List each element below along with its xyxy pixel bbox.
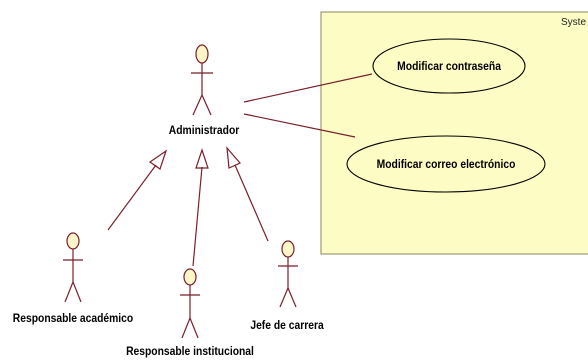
association-line[interactable] [243,73,373,103]
generalization-arrowhead [226,146,241,169]
generalization-line[interactable] [234,164,269,242]
use-case-ellipse[interactable] [372,38,526,94]
use-case-modificar-contrasena[interactable]: Modificar contraseña [372,38,526,94]
association-line[interactable] [243,113,356,138]
actor-label: Jefe de carrera [250,319,324,332]
actor-label: Responsable académico [13,312,134,325]
actor-responsable-academico[interactable]: Responsable académico [13,232,134,325]
use-case-label: Modificar correo electrónico [377,158,516,171]
generalization-arrowhead [148,149,168,170]
generalization-line[interactable] [192,166,203,267]
use-case-modificar-correo[interactable]: Modificar correo electrónico [346,135,546,193]
use-case-label: Modificar contraseña [397,60,501,73]
system-boundary-label: Syste [561,17,586,28]
actor-jefe-de-carrera[interactable]: Jefe de carrera [250,240,324,332]
actor-responsable-institucional[interactable]: Responsable institucional [126,268,254,358]
actor-stick-figure-icon [191,44,213,116]
actor-administrador[interactable]: Administrador [169,44,240,137]
actor-stick-figure-icon [278,240,298,308]
generalization-arrowhead [195,148,209,169]
generalization-line[interactable] [107,164,157,231]
actor-label: Administrador [169,124,240,137]
actor-label: Responsable institucional [126,345,254,358]
use-case-ellipse[interactable] [346,135,546,193]
actor-stick-figure-icon [180,268,200,339]
actor-stick-figure-icon [63,232,83,303]
